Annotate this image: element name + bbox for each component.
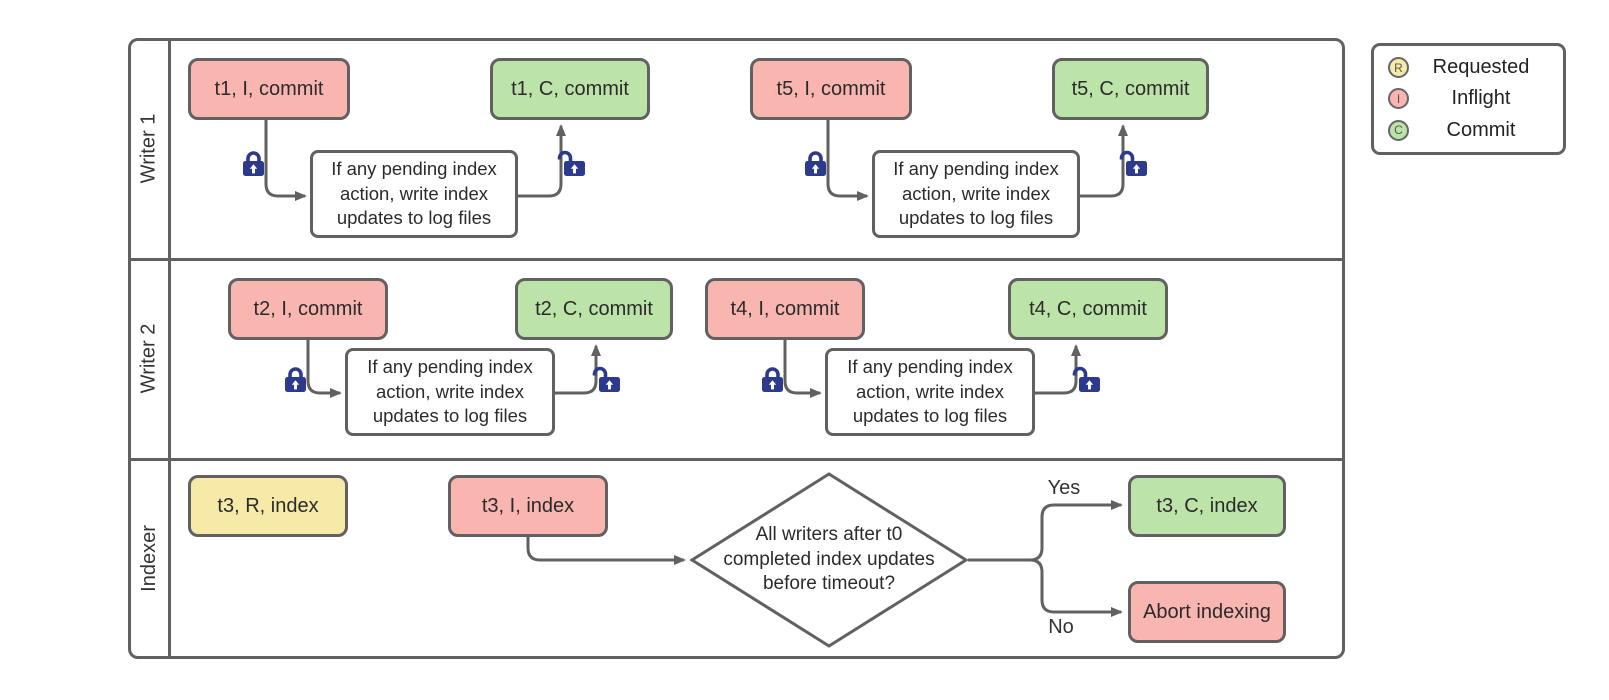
lane-label-writer1: Writer 1 [128,38,170,258]
diamond-shape [690,472,968,648]
node-t5-inflight: t5, I, commit [750,58,912,120]
legend-item-requested: R Requested [1388,52,1553,83]
lane-label-text: Indexer [137,525,160,592]
node-t3-inflight: t3, I, index [448,475,608,537]
inflight-state-icon: I [1388,88,1409,110]
node-t5-process: If any pending index action, write index… [872,150,1080,238]
lock-closed-icon [241,151,266,178]
lane-label-writer2: Writer 2 [128,258,170,458]
legend-label: Commit [1446,118,1516,141]
legend-item-inflight: I Inflight [1388,83,1553,114]
node-abort-indexing: Abort indexing [1128,581,1286,643]
legend-item-commit: C Commit [1388,115,1553,146]
legend-label: Requested [1432,56,1530,79]
lane-header-divider [168,41,171,656]
node-t2-commit: t2, C, commit [515,278,673,340]
lock-open-icon [592,366,622,394]
lock-closed-icon [760,367,785,394]
lock-closed-icon [283,367,308,394]
decision-diamond: All writers after t0 completed index upd… [690,472,968,648]
commit-state-icon: C [1388,119,1409,141]
node-t1-commit: t1, C, commit [490,58,650,120]
legend: R Requested I Inflight C Commit [1371,43,1566,155]
requested-state-icon: R [1388,57,1409,79]
lane-label-text: Writer 1 [137,113,160,183]
node-t5-commit: t5, C, commit [1052,58,1209,120]
no-branch-label: No [1048,616,1074,638]
lock-open-icon [1119,150,1149,178]
node-t2-process: If any pending index action, write index… [345,348,555,436]
node-t1-process: If any pending index action, write index… [310,150,518,238]
lane-label-indexer: Indexer [128,458,170,659]
node-t4-inflight: t4, I, commit [705,278,865,340]
node-t3-commit: t3, C, index [1128,475,1286,537]
swimlane-frame [128,38,1345,659]
node-t2-inflight: t2, I, commit [228,278,388,340]
legend-label: Inflight [1451,87,1511,110]
lane-label-text: Writer 2 [137,323,160,393]
decision-text: All writers after t0 completed index upd… [723,523,935,595]
yes-branch-label: Yes [1047,477,1081,499]
node-t1-inflight: t1, I, commit [188,58,350,120]
lane-divider-2 [131,458,1342,461]
node-t4-process: If any pending index action, write index… [825,348,1035,436]
lock-open-icon [1072,366,1102,394]
node-t4-commit: t4, C, commit [1008,278,1168,340]
node-t3-requested: t3, R, index [188,475,348,537]
lock-closed-icon [803,151,828,178]
lock-open-icon [557,150,587,178]
lane-divider-1 [131,258,1342,261]
